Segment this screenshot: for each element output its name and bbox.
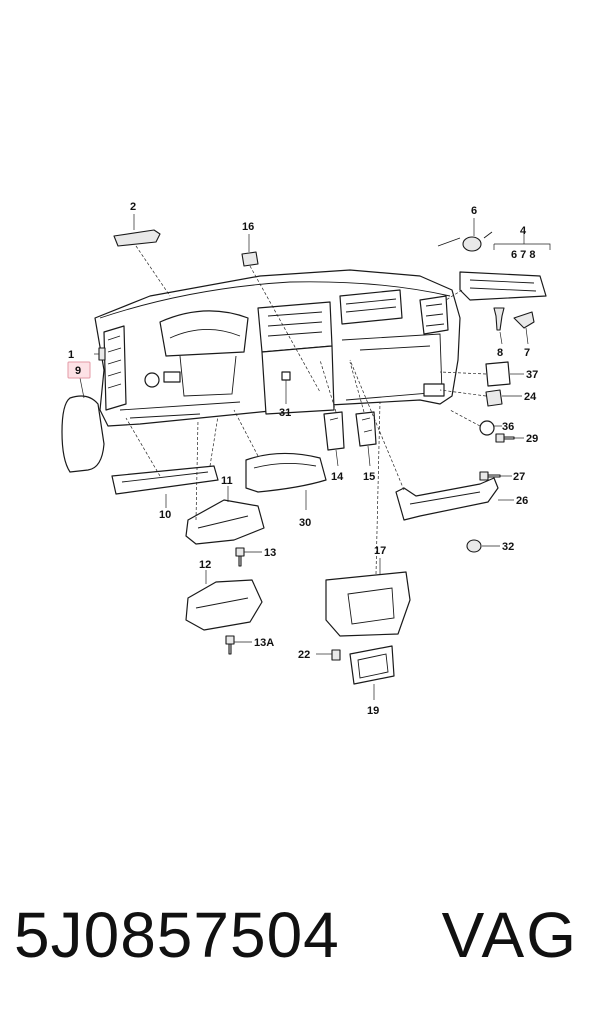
callout-2: 2: [130, 201, 136, 213]
callout-13: 13: [264, 547, 276, 559]
callout-27: 27: [513, 471, 525, 483]
part-37-bracket: [485, 361, 511, 387]
part-15-insert: [355, 411, 377, 447]
brand-label: VAG: [441, 899, 578, 971]
dashboard-exploded-diagram: 1 2 4 6 6 7 8 7 8 9 10 11 12 13 13A 14 1…: [61, 201, 551, 717]
callout-labels: 1 2 4 6 6 7 8 7 8 9 10 11 12 13 13A 14 1…: [68, 201, 538, 717]
callout-9: 9: [75, 365, 81, 377]
callout-32: 32: [502, 541, 514, 553]
callout-15: 15: [363, 471, 375, 483]
part-13-screw: [235, 547, 245, 567]
part-24-cover: [485, 389, 503, 407]
part-17-glovebox-bin: [325, 571, 411, 637]
callout-6-7-8: 6 7 8: [511, 249, 535, 261]
part-7-clip: [513, 311, 535, 329]
callout-17: 17: [374, 545, 386, 557]
part-12-lower-shroud: [185, 579, 263, 631]
callout-22: 22: [298, 649, 310, 661]
callout-11: 11: [221, 475, 233, 487]
part-6-knob: [437, 231, 493, 252]
leader-lines: [79, 214, 551, 700]
part-13a-screw: [225, 635, 235, 655]
callout-37: 37: [526, 369, 538, 381]
callout-13a: 13A: [254, 637, 274, 649]
part-29-screw: [495, 433, 515, 443]
part-36-ring: [479, 420, 495, 436]
callout-36: 36: [502, 421, 514, 433]
callout-8: 8: [497, 347, 503, 359]
callout-12: 12: [199, 559, 211, 571]
callout-19: 19: [367, 705, 379, 717]
callout-29: 29: [526, 433, 538, 445]
part-4-vent-assembly: [459, 271, 547, 301]
callout-31: 31: [279, 407, 291, 419]
dashboard-panel: [94, 269, 461, 427]
part-26-trim: [395, 477, 499, 521]
part-2-cover: [113, 229, 161, 247]
callout-24: 24: [524, 391, 537, 403]
part-14-insert: [323, 411, 345, 451]
callout-16: 16: [242, 221, 254, 233]
callout-1: 1: [68, 349, 74, 361]
callout-26: 26: [516, 495, 528, 507]
part-32-grommet: [466, 539, 482, 553]
part-27-screw: [479, 471, 501, 481]
part-10-lower-trim: [111, 465, 219, 495]
callout-30: 30: [299, 517, 311, 529]
part-16-cap: [241, 251, 259, 267]
part-22-screw: [331, 649, 341, 661]
part-8-screw: [493, 307, 505, 331]
callout-4: 4: [520, 225, 527, 237]
part-11-upper-shroud: [185, 499, 265, 545]
part-number: 5J0857504: [14, 899, 340, 971]
callout-9-highlight: [67, 361, 91, 379]
part-19-frame: [349, 645, 395, 685]
callout-14: 14: [331, 471, 344, 483]
part-1-screw: [98, 347, 106, 361]
callout-10: 10: [159, 509, 171, 521]
part-9-side-cover: [61, 395, 105, 473]
part-number-row: 5J0857504 VAG: [0, 890, 600, 980]
callout-7: 7: [524, 347, 530, 359]
part-30-cluster-surround: [245, 452, 327, 493]
callout-6: 6: [471, 205, 477, 217]
